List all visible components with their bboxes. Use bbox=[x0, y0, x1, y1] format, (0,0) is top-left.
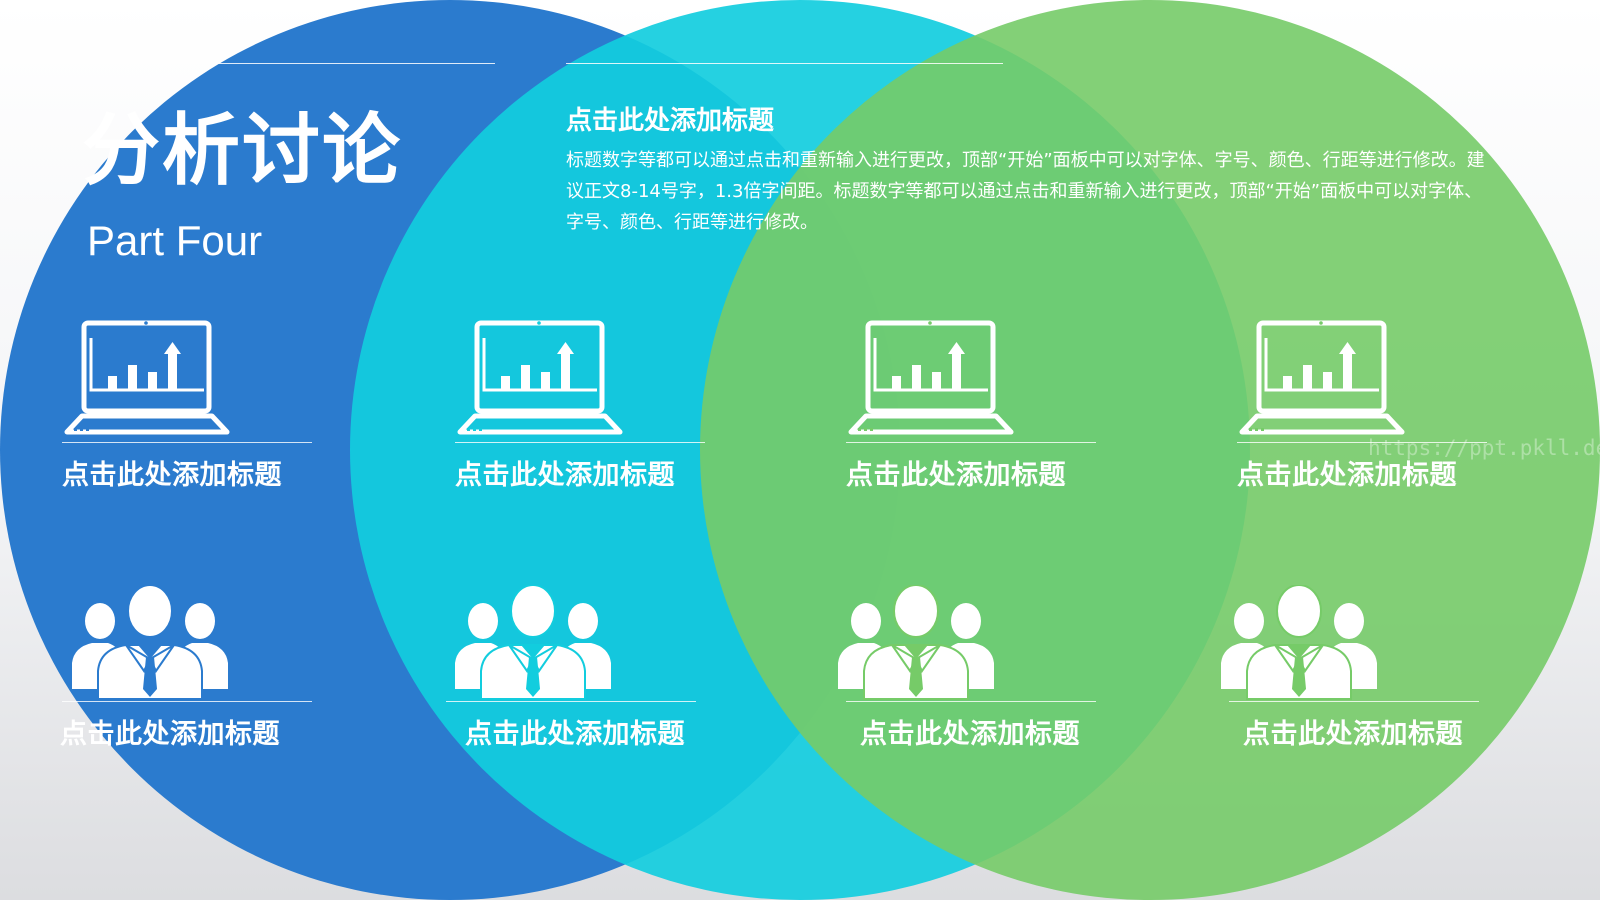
item-divider bbox=[446, 701, 696, 702]
feature-item-5[interactable]: 点击此处添加标题 bbox=[60, 585, 318, 751]
people-group-icon bbox=[72, 585, 228, 700]
feature-item-2[interactable]: 点击此处添加标题 bbox=[455, 320, 705, 492]
item-label[interactable]: 点击此处添加标题 bbox=[62, 460, 282, 491]
item-label[interactable]: 点击此处添加标题 bbox=[60, 719, 280, 750]
laptop-chart-icon bbox=[64, 320, 230, 435]
section-heading[interactable]: 点击此处添加标题 bbox=[566, 106, 775, 136]
item-divider bbox=[1237, 442, 1487, 443]
item-divider bbox=[62, 442, 312, 443]
watermark-text: https://ppt.pkll.de bbox=[1368, 436, 1600, 460]
laptop-chart-icon bbox=[1239, 320, 1405, 435]
feature-item-3[interactable]: 点击此处添加标题 bbox=[846, 320, 1096, 492]
item-label[interactable]: 点击此处添加标题 bbox=[465, 719, 685, 750]
laptop-chart-icon bbox=[457, 320, 623, 435]
item-divider bbox=[455, 442, 705, 443]
feature-item-6[interactable]: 点击此处添加标题 bbox=[446, 585, 701, 751]
item-label[interactable]: 点击此处添加标题 bbox=[455, 460, 675, 491]
people-group-icon bbox=[1221, 585, 1377, 700]
item-divider bbox=[846, 442, 1096, 443]
slide-title[interactable]: 分析讨论 bbox=[82, 106, 403, 196]
feature-item-8[interactable]: 点击此处添加标题 bbox=[1217, 585, 1479, 751]
item-label[interactable]: 点击此处添加标题 bbox=[846, 460, 1066, 491]
laptop-chart-icon bbox=[848, 320, 1014, 435]
feature-item-4[interactable]: 点击此处添加标题 bbox=[1237, 320, 1487, 492]
item-label[interactable]: 点击此处添加标题 bbox=[1243, 719, 1463, 750]
feature-item-7[interactable]: 点击此处添加标题 bbox=[834, 585, 1096, 751]
people-group-icon bbox=[455, 585, 611, 700]
green-circle bbox=[700, 0, 1600, 900]
section-body[interactable]: 标题数字等都可以通过点击和重新输入进行更改，顶部“开始”面板中可以对字体、字号、… bbox=[566, 150, 1485, 233]
item-divider bbox=[846, 701, 1096, 702]
people-group-icon bbox=[838, 585, 994, 700]
heading-divider bbox=[566, 63, 1003, 64]
item-divider bbox=[62, 701, 312, 702]
feature-item-1[interactable]: 点击此处添加标题 bbox=[62, 320, 312, 492]
slide-subtitle[interactable]: Part Four bbox=[87, 217, 263, 264]
item-label[interactable]: 点击此处添加标题 bbox=[1237, 460, 1457, 491]
item-label[interactable]: 点击此处添加标题 bbox=[860, 719, 1080, 750]
title-divider bbox=[218, 63, 495, 64]
item-divider bbox=[1229, 701, 1479, 702]
